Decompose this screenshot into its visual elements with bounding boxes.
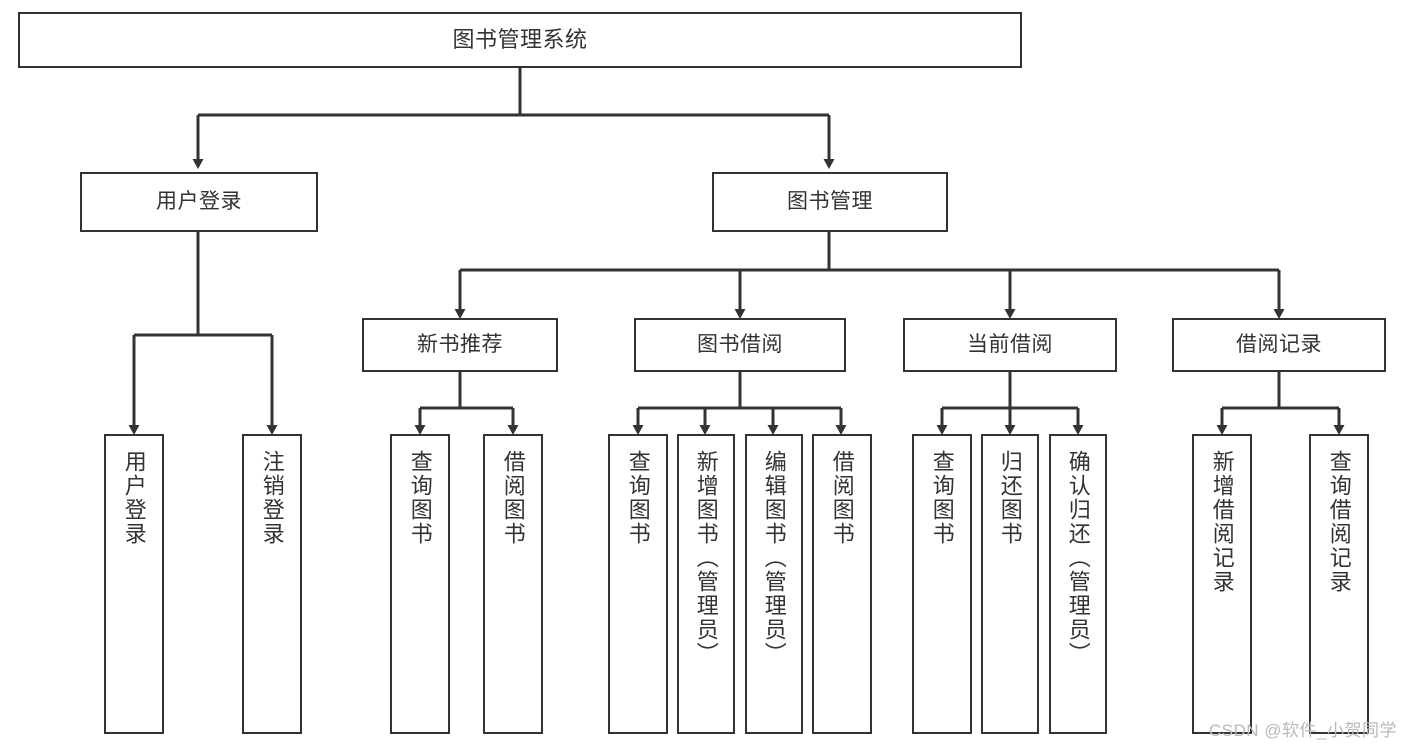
leaf-user-login-logout[interactable]: 注销登录 bbox=[242, 434, 302, 734]
node-label: 用户登录 bbox=[121, 450, 147, 546]
node-label: 图书管理系统 bbox=[452, 27, 588, 53]
node-label: 用户登录 bbox=[156, 189, 242, 213]
node-label: 图书借阅 bbox=[697, 332, 783, 356]
node-borrow-record[interactable]: 借阅记录 bbox=[1172, 318, 1386, 372]
leaf-book-borrow-add[interactable]: 新增图书（管理员） bbox=[677, 434, 735, 734]
node-label: 借阅记录 bbox=[1236, 332, 1322, 356]
node-label: 图书管理 bbox=[787, 189, 873, 213]
node-label: 查询图书 bbox=[407, 450, 433, 546]
node-label: 查询借阅记录 bbox=[1326, 450, 1352, 594]
leaf-user-login-login[interactable]: 用户登录 bbox=[104, 434, 164, 734]
leaf-new-book-borrow[interactable]: 借阅图书 bbox=[483, 434, 543, 734]
node-label: 注销登录 bbox=[259, 450, 285, 546]
node-book-management[interactable]: 图书管理 bbox=[712, 172, 948, 232]
watermark: CSDN @软件_小贺同学 bbox=[1208, 721, 1397, 740]
node-root-system[interactable]: 图书管理系统 bbox=[18, 12, 1022, 68]
node-book-borrow[interactable]: 图书借阅 bbox=[634, 318, 846, 372]
node-label: 借阅图书 bbox=[500, 450, 526, 546]
node-label: 查询图书 bbox=[625, 450, 651, 546]
node-label: 归还图书 bbox=[997, 450, 1023, 546]
leaf-book-borrow-edit[interactable]: 编辑图书（管理员） bbox=[745, 434, 803, 734]
leaf-book-borrow-borrow[interactable]: 借阅图书 bbox=[812, 434, 872, 734]
node-label: 新增图书（管理员） bbox=[693, 450, 719, 666]
node-label: 当前借阅 bbox=[967, 332, 1053, 356]
leaf-borrow-record-add[interactable]: 新增借阅记录 bbox=[1192, 434, 1252, 734]
leaf-book-borrow-query[interactable]: 查询图书 bbox=[608, 434, 668, 734]
node-label: 新书推荐 bbox=[417, 332, 503, 356]
node-new-book-recommend[interactable]: 新书推荐 bbox=[362, 318, 558, 372]
node-label: 编辑图书（管理员） bbox=[761, 450, 787, 666]
leaf-current-borrow-query[interactable]: 查询图书 bbox=[912, 434, 972, 734]
node-label: 新增借阅记录 bbox=[1209, 450, 1235, 594]
leaf-new-book-query[interactable]: 查询图书 bbox=[390, 434, 450, 734]
leaf-current-borrow-confirm-return[interactable]: 确认归还（管理员） bbox=[1049, 434, 1107, 734]
leaf-borrow-record-query[interactable]: 查询借阅记录 bbox=[1309, 434, 1369, 734]
node-current-borrow[interactable]: 当前借阅 bbox=[903, 318, 1117, 372]
node-user-login[interactable]: 用户登录 bbox=[80, 172, 318, 232]
node-label: 确认归还（管理员） bbox=[1065, 450, 1091, 666]
leaf-current-borrow-return[interactable]: 归还图书 bbox=[981, 434, 1039, 734]
node-label: 查询图书 bbox=[929, 450, 955, 546]
node-label: 借阅图书 bbox=[829, 450, 855, 546]
